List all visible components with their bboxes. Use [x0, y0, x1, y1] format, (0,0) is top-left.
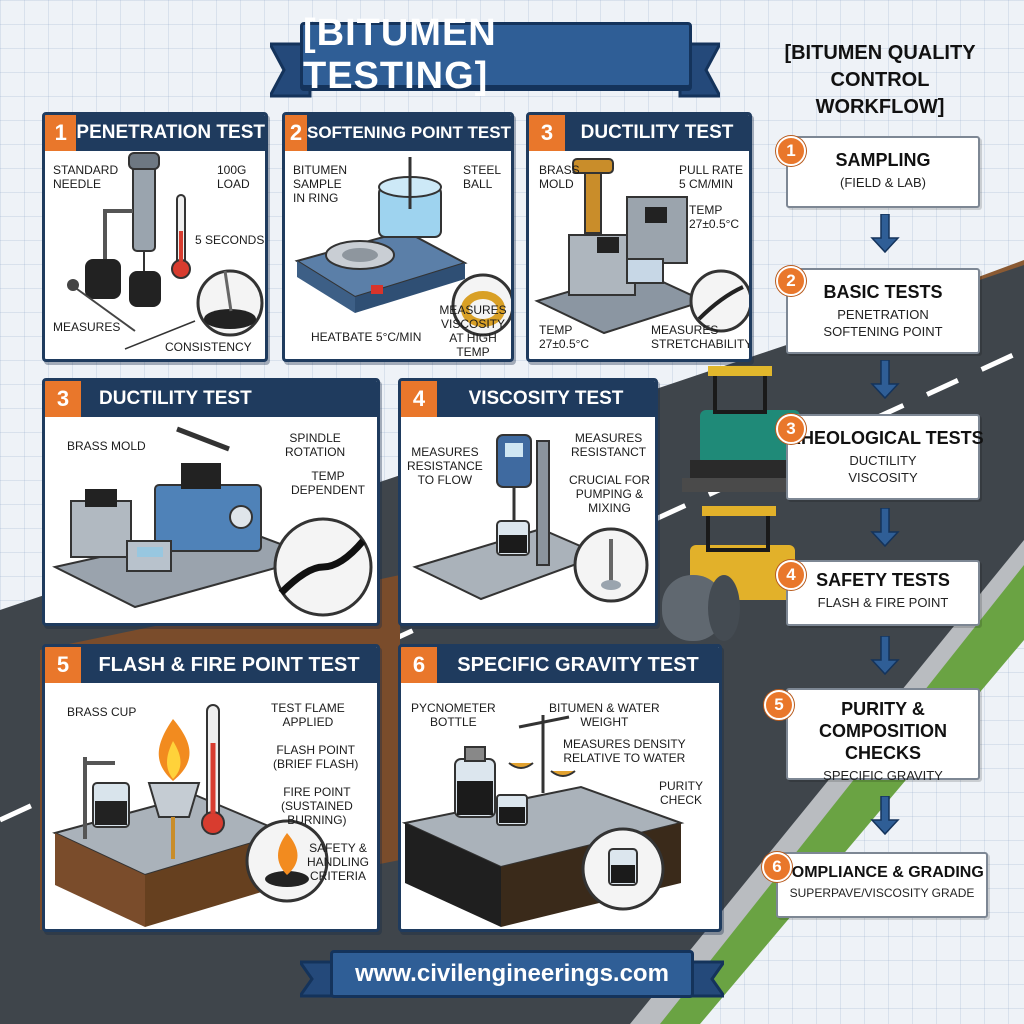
- title-banner: [BITUMEN TESTING]: [300, 12, 692, 97]
- workflow-title: [BITUMEN QUALITY CONTROL WORKFLOW]: [784, 42, 976, 118]
- label-pull-rate: PULL RATE 5 CM/MIN: [679, 163, 744, 191]
- panel-number: 4: [401, 381, 437, 417]
- workflow-step-subtitle: (FIELD & LAB): [840, 175, 926, 190]
- label-brass-cup: BRASS CUP: [67, 705, 137, 719]
- workflow-step-number: 5: [764, 690, 794, 720]
- workflow-step-sampling: SAMPLING (FIELD & LAB): [786, 136, 980, 208]
- label-measures-viscosity: MEASURES VISCOSITY AT HIGH TEMP: [439, 303, 507, 359]
- arrow-down-icon: [870, 636, 900, 676]
- panel-title: DUCTILITY TEST: [580, 122, 734, 143]
- workflow-step-number: 6: [762, 852, 792, 882]
- panel-header: 1 PENETRATION TEST: [45, 115, 265, 151]
- label-brass-mold: BRASS MOLD: [67, 439, 146, 453]
- penetrometer-icon: [67, 152, 264, 350]
- workflow-step-rheological-tests: RHEOLOGICAL TESTS DUCTILITY VISCOSITY: [786, 414, 984, 500]
- road-roller: [662, 506, 795, 641]
- panel-penetration-test: 1 PENETRATION TEST STANDARD NEEDLE 100g …: [42, 112, 268, 362]
- label-consistency: CONSISTENCY: [165, 340, 252, 354]
- panel-ductility-test-top: 3 DUCTILITY TEST BRASS MOLD PULL RATE 5 …: [526, 112, 752, 362]
- label-test-flame: TEST FLAME APPLIED: [271, 701, 345, 729]
- arrow-down-icon: [870, 360, 900, 400]
- label-measures-stretchability: MEASURES STRETCHABILITY: [651, 323, 752, 351]
- label-safety-handling: SAFETY & HANDLING CRITERIA: [307, 841, 370, 883]
- label-standard-needle: STANDARD NEEDLE: [53, 163, 119, 191]
- panel-header: 3 DUCTILITY TEST: [45, 381, 377, 417]
- panel-title: SOFTENING POINT TEST: [306, 123, 511, 142]
- panel-number: 3: [45, 381, 81, 417]
- label-pycnometer-bottle: PYCNOMETER BOTTLE: [411, 701, 496, 729]
- flash-point-apparatus-icon: [52, 704, 329, 927]
- workflow-step-title: SAFETY TESTS: [816, 570, 950, 590]
- panel-number: 5: [45, 647, 81, 683]
- workflow-step-title: RHEOLOGICAL TESTS: [788, 428, 984, 448]
- pycnometer-balance-icon: [401, 715, 685, 927]
- panel-flash-fire-point-test: 5 FLASH & FIRE POINT TEST BRASS CUP TEST…: [42, 644, 380, 932]
- workflow-step-subtitle: FLASH & FIRE POINT: [817, 595, 949, 610]
- workflow-step-title: PURITY & COMPOSITION CHECKS: [818, 699, 947, 763]
- footer-banner: www.civilengineerings.com: [330, 950, 694, 998]
- panel-header: 6 SPECIFIC GRAVITY TEST: [401, 647, 719, 683]
- label-temp-dependent: TEMP DEPENDENT: [291, 469, 366, 497]
- workflow-step-number: 4: [776, 560, 806, 590]
- label-fire-point: FIRE POINT (SUSTAINED BURNING): [281, 785, 353, 827]
- label-bitumen-water-weight: BITUMEN & WATER WEIGHT: [549, 701, 660, 729]
- panel-specific-gravity-test: 6 SPECIFIC GRAVITY TEST PYCNOMETER BOTTL…: [398, 644, 722, 932]
- workflow-step-compliance-grading: COMPLIANCE & GRADING SUPERPAVE/VISCOSITY…: [776, 852, 988, 918]
- arrow-down-icon: [870, 214, 900, 254]
- ductilometer-icon: [534, 158, 749, 335]
- label-load: 100g LOAD: [217, 163, 250, 191]
- panel-softening-point-test: 2 SOFTENING POINT TEST BITUMEN SAMPLE IN…: [282, 112, 514, 362]
- footer-url-link[interactable]: www.civilengineerings.com: [355, 960, 669, 987]
- panel-title: DUCTILITY TEST: [99, 388, 252, 409]
- workflow-step-number: 1: [776, 136, 806, 166]
- panel-ductility-test: 3 DUCTILITY TEST BRASS MOLD SPINDLE ROTA…: [42, 378, 380, 626]
- workflow-step-purity-composition: PURITY & COMPOSITION CHECKS SPECIFIC GRA…: [786, 688, 980, 783]
- label-spindle-rotation: SPINDLE ROTATION: [285, 431, 346, 459]
- label-brass-mold: BRASS MOLD: [539, 163, 580, 191]
- workflow-step-title: SAMPLING: [835, 150, 931, 170]
- arrow-down-icon: [870, 796, 900, 836]
- arrow-down-icon: [870, 508, 900, 548]
- ring-and-ball-apparatus-icon: [294, 157, 511, 337]
- label-bitumen-sample: BITUMEN SAMPLE IN RING: [293, 163, 347, 205]
- label-resistance-to-flow: MEASURES RESISTANCE TO FLOW: [407, 445, 483, 487]
- panel-title: VISCOSITY TEST: [468, 388, 624, 409]
- label-steel-ball: STEEL BALL: [463, 163, 502, 191]
- workflow-step-subtitle: DUCTILITY VISCOSITY: [848, 453, 918, 485]
- workflow-step-subtitle: SUPERPAVE/VISCOSITY GRADE: [789, 886, 975, 900]
- label-heat-rate: HEATBATE 5°C/MIN: [311, 330, 422, 344]
- label-purity-check: PURITY CHECK: [659, 779, 704, 807]
- panel-title: PENETRATION TEST: [76, 122, 265, 143]
- workflow-step-safety-tests: SAFETY TESTS FLASH & FIRE POINT: [786, 560, 980, 626]
- workflow-step-subtitle: PENETRATION SOFTENING POINT: [823, 307, 943, 339]
- panel-header: 4 VISCOSITY TEST: [401, 381, 655, 417]
- panel-number: 6: [401, 647, 437, 683]
- label-temp-right: TEMP 27±0.5°C: [689, 203, 740, 231]
- label-seconds: 5 SECONDS: [195, 233, 265, 247]
- label-crucial-pumping: CRUCIAL FOR PUMPING & MIXING: [569, 473, 650, 515]
- workflow-step-basic-tests: BASIC TESTS PENETRATION SOFTENING POINT: [786, 268, 980, 354]
- panel-header: 5 FLASH & FIRE POINT TEST: [45, 647, 377, 683]
- label-flash-point: FLASH POINT (BRIEF FLASH): [273, 743, 359, 771]
- panel-title: SPECIFIC GRAVITY TEST: [457, 653, 699, 676]
- workflow-step-number: 2: [776, 266, 806, 296]
- workflow-step-number: 3: [776, 414, 806, 444]
- label-measures: MEASURES: [53, 320, 121, 334]
- label-measures-density: MEASURES DENSITY RELATIVE TO WATER: [563, 737, 686, 765]
- ductility-machine-icon: [52, 426, 373, 617]
- viscometer-icon: [412, 434, 649, 603]
- workflow-step-subtitle: SPECIFIC GRAVITY: [823, 768, 943, 783]
- page-title: [BITUMEN TESTING]: [303, 12, 497, 97]
- panel-number: 2: [285, 115, 307, 151]
- panel-number: 1: [45, 115, 77, 151]
- panel-title: FLASH & FIRE POINT TEST: [98, 653, 360, 676]
- panel-viscosity-test: 4 VISCOSITY TEST MEASURES RESISTANCE TO …: [398, 378, 658, 626]
- panel-number: 3: [529, 115, 565, 151]
- label-temp-left: TEMP 27±0.5°C: [539, 323, 590, 351]
- panel-header: 3 DUCTILITY TEST: [529, 115, 749, 151]
- workflow-step-title: BASIC TESTS: [823, 282, 943, 302]
- panel-header: 2 SOFTENING POINT TEST: [285, 115, 511, 151]
- label-measures-resistant: MEASURES RESISTANCT: [571, 431, 647, 459]
- workflow-step-title: COMPLIANCE & GRADING: [780, 864, 984, 881]
